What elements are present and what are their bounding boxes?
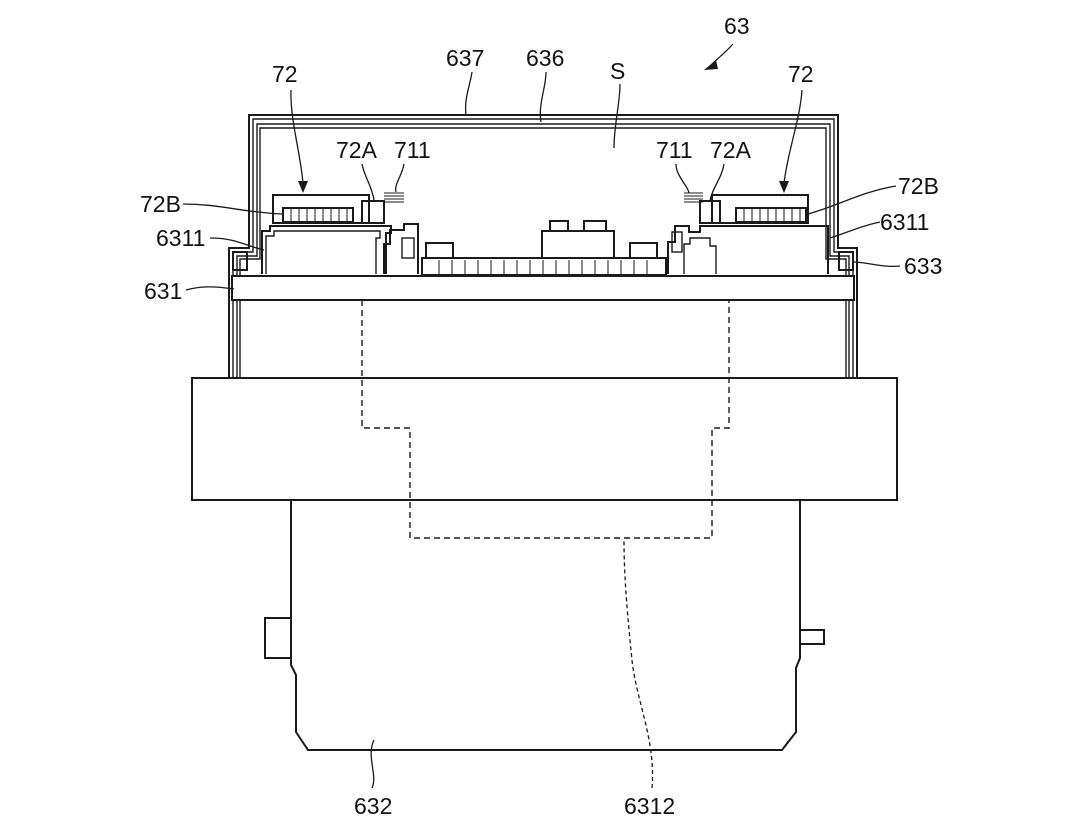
right-72B-grid — [744, 208, 800, 222]
base-plate-631 — [232, 276, 854, 300]
left-72B-grid — [291, 208, 347, 222]
label-6312: 6312 — [624, 793, 675, 819]
label-72-left: 72 — [272, 61, 298, 87]
left-components — [262, 193, 418, 274]
label-711-left: 711 — [394, 137, 431, 163]
leader-lines — [183, 44, 900, 788]
flange — [192, 378, 897, 500]
label-631: 631 — [144, 278, 182, 304]
label-632: 632 — [354, 793, 392, 819]
left-lug — [265, 618, 291, 658]
label-63: 63 — [724, 13, 750, 39]
label-6311-right: 6311 — [880, 209, 929, 235]
label-S: S — [610, 58, 625, 84]
label-72-right: 72 — [788, 61, 814, 87]
center-circuit — [422, 221, 666, 275]
label-72A-left: 72A — [336, 137, 378, 163]
label-6311-left: 6311 — [156, 225, 205, 251]
left-72A-block — [362, 201, 384, 223]
label-637: 637 — [446, 45, 484, 71]
label-633: 633 — [904, 253, 942, 279]
passage-6312 — [362, 300, 729, 538]
left-711-coil — [384, 193, 404, 202]
label-636: 636 — [526, 45, 564, 71]
left-72B-block — [283, 208, 353, 222]
label-711-right: 711 — [656, 137, 693, 163]
right-72B-block — [736, 208, 806, 222]
label-72A-right: 72A — [710, 137, 752, 163]
right-components — [668, 193, 828, 274]
label-72B-left: 72B — [140, 191, 181, 217]
label-72B-right: 72B — [898, 173, 939, 199]
right-lug — [800, 630, 824, 644]
right-72A-block — [700, 201, 720, 223]
center-board — [422, 258, 666, 275]
